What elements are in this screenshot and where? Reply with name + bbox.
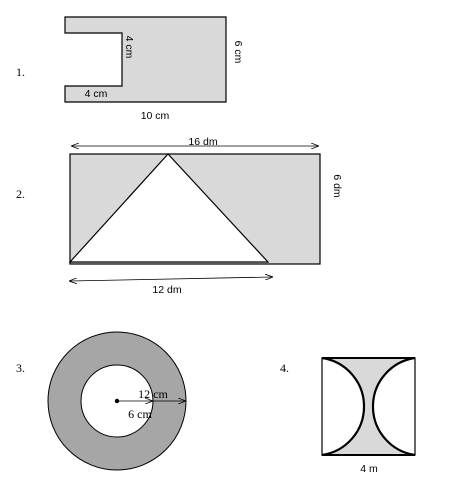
shaded-region-shape — [322, 358, 415, 455]
label-height: 6 cm — [232, 41, 244, 64]
label-inner-width: 4 cm — [85, 88, 108, 100]
problem-3-number: 3. — [16, 361, 25, 375]
right-semicircle — [371, 356, 416, 457]
notched-rectangle-shape — [64, 16, 227, 103]
label-base: 12 dm — [152, 284, 181, 296]
label-side: 4 m — [360, 463, 378, 475]
label-top-width: 16 dm — [188, 136, 217, 148]
label-outer-radius: 12 cm — [138, 387, 168, 401]
problem-2-number: 2. — [16, 187, 25, 201]
problem-3: 3. 12 cm 6 cm — [16, 331, 187, 471]
label-width: 10 cm — [141, 110, 170, 122]
label-inner-height: 4 cm — [123, 36, 135, 59]
problem-4-number: 4. — [280, 361, 289, 375]
left-semicircle — [321, 356, 366, 457]
label-height: 6 dm — [331, 174, 343, 198]
problem-1: 1. 4 cm 4 cm 6 cm 10 cm — [16, 16, 244, 122]
problem-1-number: 1. — [16, 65, 25, 79]
label-inner-radius: 6 cm — [128, 407, 152, 421]
problem-4: 4. 4 m — [280, 356, 416, 475]
inner-triangle-shape — [68, 153, 270, 263]
problem-2: 2. 16 dm 6 dm 12 dm — [16, 136, 343, 296]
base-dimension-arrow — [70, 277, 272, 281]
